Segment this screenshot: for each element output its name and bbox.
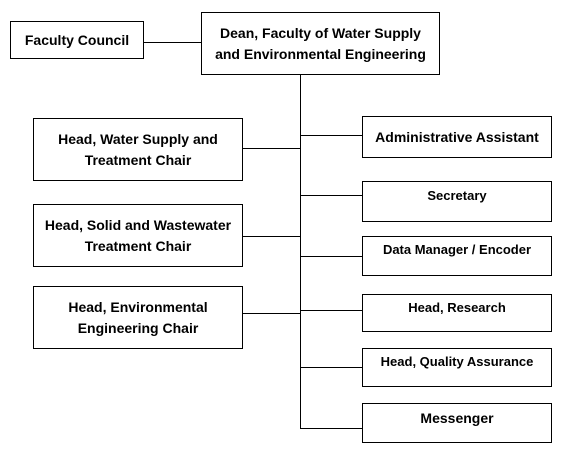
connector-head-wst [243,148,300,149]
connector-secretary [300,195,362,196]
dean-box: Dean, Faculty of Water Supply and Enviro… [201,12,440,75]
connector-admin [300,135,362,136]
data-manager-encoder-box: Data Manager / Encoder [362,236,552,276]
administrative-assistant-box: Administrative Assistant [362,116,552,158]
dean-label-line1: Dean, Faculty of Water Supply [220,24,421,41]
head-research-label: Head, Research [408,300,506,315]
messenger-label: Messenger [420,410,494,426]
head-solid-wastewater-treatment-line2: Treatment Chair [84,237,192,254]
faculty-council-label: Faculty Council [24,31,130,48]
secretary-box: Secretary [362,181,552,222]
head-solid-wastewater-treatment-line1: Head, Solid and Wastewater [44,216,232,233]
head-water-supply-treatment-line2: Treatment Chair [84,151,192,168]
connector-head-env [243,313,300,314]
dean-label: Dean, Faculty of Water Supply and Enviro… [215,23,426,65]
head-water-supply-treatment-label: Head, Water Supply and Treatment Chair [58,129,218,171]
head-environmental-engineering-line2: Engineering Chair [77,319,199,336]
connector-messenger [300,428,362,429]
head-water-supply-treatment-line1: Head, Water Supply and [58,130,218,147]
connector-trunk [300,75,301,429]
faculty-council-box: Faculty Council [10,21,144,59]
data-manager-encoder-label: Data Manager / Encoder [382,242,532,257]
head-research-box: Head, Research [362,294,552,332]
messenger-box: Messenger [362,403,552,443]
head-quality-assurance-label: Head, Quality Assurance [380,354,534,369]
head-environmental-engineering-label: Head, Environmental Engineering Chair [68,297,207,339]
dean-label-line2: and Environmental Engineering [215,45,426,62]
connector-data-manager [300,256,362,257]
connector-head-qa [300,367,362,368]
head-water-supply-treatment-box: Head, Water Supply and Treatment Chair [33,118,243,181]
head-solid-wastewater-treatment-box: Head, Solid and Wastewater Treatment Cha… [33,204,243,267]
secretary-label: Secretary [427,188,487,203]
head-quality-assurance-box: Head, Quality Assurance [362,348,552,387]
connector-head-swt [243,236,300,237]
connector-council-dean [144,42,201,43]
connector-head-research [300,310,362,311]
head-environmental-engineering-box: Head, Environmental Engineering Chair [33,286,243,349]
administrative-assistant-label: Administrative Assistant [375,128,539,145]
head-environmental-engineering-line1: Head, Environmental [68,298,208,315]
head-solid-wastewater-treatment-label: Head, Solid and Wastewater Treatment Cha… [45,215,231,257]
